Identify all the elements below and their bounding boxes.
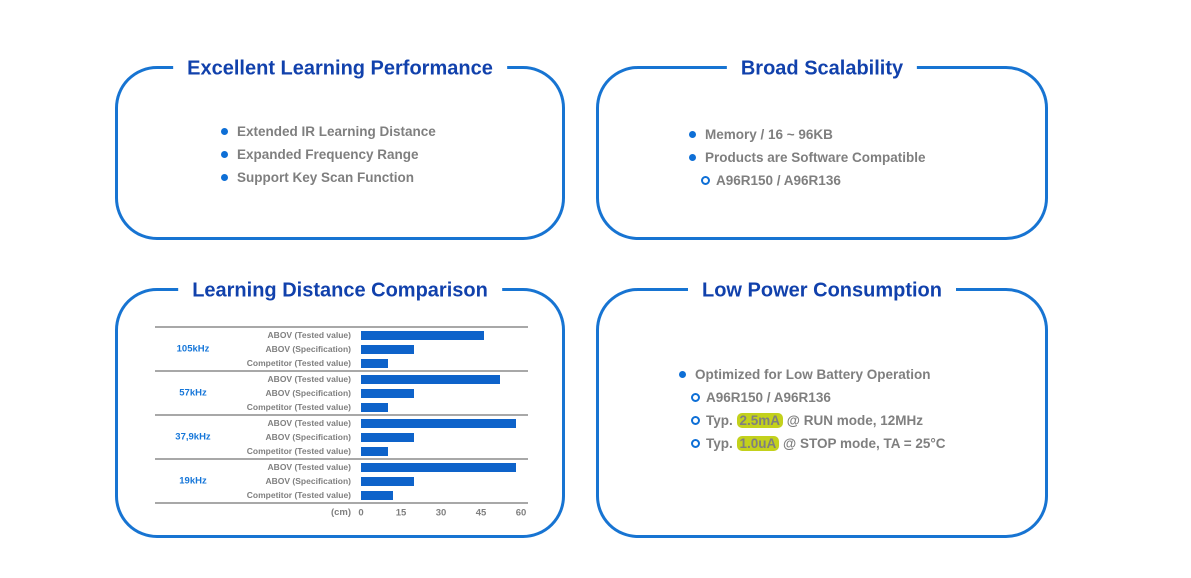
bullet-dot-icon xyxy=(221,174,228,181)
bullet-text: A96R150 / A96R136 xyxy=(706,390,831,405)
chart-row: Competitor (Tested value) xyxy=(155,488,528,502)
bar xyxy=(361,462,516,472)
list-item: Extended IR Learning Distance xyxy=(221,120,436,143)
chart-row: ABOV (Specification) xyxy=(155,474,528,488)
chart-row: ABOV (Specification) xyxy=(155,342,528,356)
axis-tick-label: 45 xyxy=(475,507,487,519)
chart-row: ABOV (Specification) xyxy=(155,430,528,444)
series-label: ABOV (Specification) xyxy=(265,388,351,398)
chart-group: 57kHz ABOV (Tested value) ABOV (Specificat… xyxy=(155,370,528,414)
series-label: Competitor (Tested value) xyxy=(246,446,351,456)
bullet-dot-icon xyxy=(221,151,228,158)
bar xyxy=(361,490,393,500)
panel-excellent-learning-performance: Excellent Learning Performance Extended … xyxy=(115,56,565,240)
bar xyxy=(361,330,484,340)
series-label: ABOV (Tested value) xyxy=(267,330,351,340)
bullet-text: Typ. 2.5mA @ RUN mode, 12MHz xyxy=(706,413,923,428)
series-label: ABOV (Specification) xyxy=(265,344,351,354)
bar xyxy=(361,476,415,486)
series-label: ABOV (Specification) xyxy=(265,476,351,486)
bar xyxy=(361,388,415,398)
list-item: Optimized for Low Battery Operation xyxy=(679,363,946,386)
chart-row: Competitor (Tested value) xyxy=(155,444,528,458)
bullet-dot-icon xyxy=(221,128,228,135)
list-item: Products are Software Compatible xyxy=(689,146,926,169)
list-item-sub: A96R150 / A96R136 xyxy=(701,169,926,192)
bullet-dot-icon xyxy=(689,154,696,161)
chart-row: Competitor (Tested value) xyxy=(155,356,528,370)
chart-row: ABOV (Tested value) xyxy=(155,372,528,386)
chart-group: 105kHz ABOV (Tested value) ABOV (Specifica… xyxy=(155,326,528,370)
frequency-label: 37,9kHz xyxy=(175,431,211,443)
bullet-text: Memory / 16 ~ 96KB xyxy=(705,127,833,142)
frequency-label: 57kHz xyxy=(179,387,207,399)
panel-title-learning-distance-comparison: Learning Distance Comparison xyxy=(178,278,502,303)
chart-row: ABOV (Specification) xyxy=(155,386,528,400)
series-label: ABOV (Tested value) xyxy=(267,462,351,472)
chart-row: ABOV (Tested value) xyxy=(155,328,528,342)
panel-title-low-power-consumption: Low Power Consumption xyxy=(688,278,956,303)
frequency-label: 19kHz xyxy=(179,475,207,487)
axis-tick-label: 15 xyxy=(395,507,407,519)
bullet-text: Optimized for Low Battery Operation xyxy=(695,367,931,382)
circle-bullet-icon xyxy=(691,393,700,402)
broad-scalability-bullet-list: Memory / 16 ~ 96KB Products are Software… xyxy=(689,123,926,192)
bar xyxy=(361,418,516,428)
bar xyxy=(361,344,415,354)
bullet-text: Support Key Scan Function xyxy=(237,170,415,185)
highlighted-value: 2.5mA xyxy=(736,413,784,428)
list-item: Support Key Scan Function xyxy=(221,166,436,189)
axis-tick-label: 30 xyxy=(435,507,447,519)
series-label: Competitor (Tested value) xyxy=(246,402,351,412)
bullet-text: A96R150 / A96R136 xyxy=(716,173,841,188)
axis-unit-label: (cm) xyxy=(330,507,351,518)
highlighted-value: 1.0uA xyxy=(736,436,780,451)
panel-low-power-consumption: Low Power Consumption Optimized for Low … xyxy=(596,278,1048,538)
bar xyxy=(361,402,388,412)
panel-title-broad-scalability: Broad Scalability xyxy=(726,56,918,81)
circle-bullet-icon xyxy=(691,416,700,425)
list-item-sub: Typ. 2.5mA @ RUN mode, 12MHz xyxy=(691,409,946,432)
low-power-bullet-list: Optimized for Low Battery Operation A96R… xyxy=(679,363,946,455)
list-item: Memory / 16 ~ 96KB xyxy=(689,123,926,146)
list-item: Expanded Frequency Range xyxy=(221,143,436,166)
chart-x-axis: (cm) 0 15 30 45 60 xyxy=(155,502,528,521)
chart-row: Competitor (Tested value) xyxy=(155,400,528,414)
series-label: Competitor (Tested value) xyxy=(246,358,351,368)
circle-bullet-icon xyxy=(701,176,710,185)
bullet-dot-icon xyxy=(679,371,686,378)
bar xyxy=(361,446,388,456)
chart-row: ABOV (Tested value) xyxy=(155,460,528,474)
axis-tick-label: 0 xyxy=(358,507,364,519)
chart-group: 37,9kHz ABOV (Tested value) ABOV (Specific… xyxy=(155,414,528,458)
panel-broad-scalability: Broad Scalability Memory / 16 ~ 96KB Pro… xyxy=(596,56,1048,240)
list-item-sub: A96R150 / A96R136 xyxy=(691,386,946,409)
axis-tick-label: 60 xyxy=(515,507,527,519)
bullet-text: Products are Software Compatible xyxy=(705,150,926,165)
panel-title-excellent-learning-performance: Excellent Learning Performance xyxy=(173,56,507,81)
chart-group: 19kHz ABOV (Tested value) ABOV (Specificat… xyxy=(155,458,528,502)
bar xyxy=(361,432,415,442)
list-item-sub: Typ. 1.0uA @ STOP mode, TA = 25°C xyxy=(691,432,946,455)
bullet-text: Extended IR Learning Distance xyxy=(237,124,436,139)
bullet-dot-icon xyxy=(689,131,696,138)
series-label: Competitor (Tested value) xyxy=(246,490,351,500)
bar xyxy=(361,374,500,384)
series-label: ABOV (Tested value) xyxy=(267,374,351,384)
series-label: ABOV (Specification) xyxy=(265,432,351,442)
learning-performance-bullet-list: Extended IR Learning Distance Expanded F… xyxy=(221,120,436,189)
series-label: ABOV (Tested value) xyxy=(267,418,351,428)
chart-row: ABOV (Tested value) xyxy=(155,416,528,430)
circle-bullet-icon xyxy=(691,439,700,448)
frequency-label: 105kHz xyxy=(176,343,210,355)
bullet-text: Expanded Frequency Range xyxy=(237,147,419,162)
bar xyxy=(361,358,388,368)
bullet-text: Typ. 1.0uA @ STOP mode, TA = 25°C xyxy=(706,436,946,451)
